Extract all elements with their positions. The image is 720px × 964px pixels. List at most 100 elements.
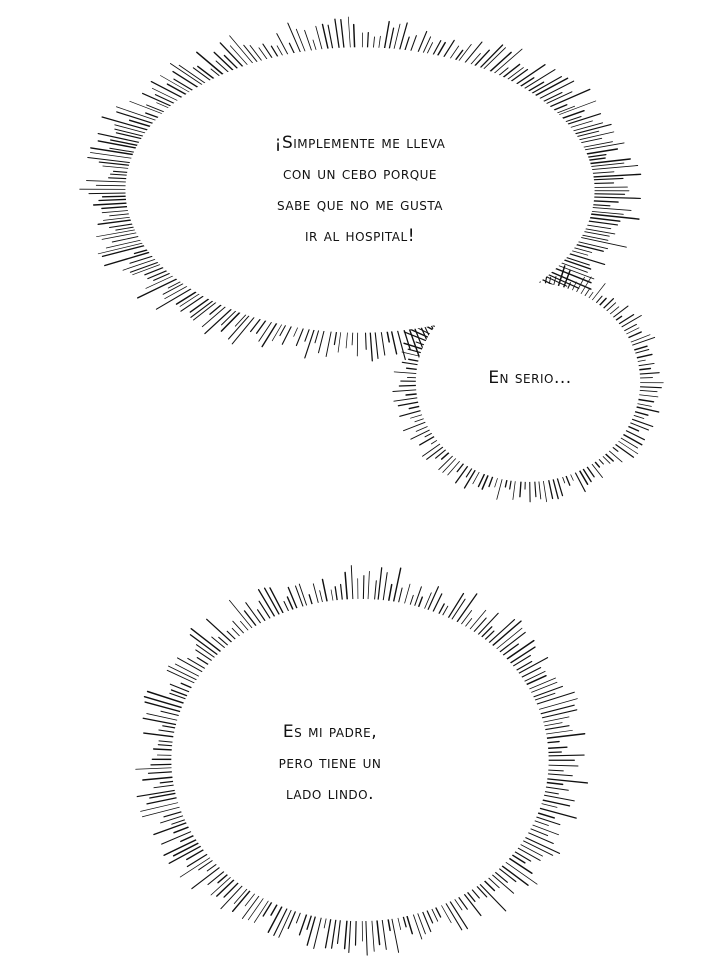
burst-stroke: [554, 263, 595, 280]
burst-stroke: [231, 887, 253, 913]
burst-stroke: [345, 329, 349, 349]
burst-stroke: [219, 42, 246, 70]
burst-stroke: [350, 565, 354, 603]
burst-stroke: [471, 617, 487, 635]
burst-stroke: [535, 80, 575, 101]
burst-stroke: [111, 235, 144, 243]
burst-stroke: [431, 593, 443, 616]
burst-stroke: [426, 445, 446, 460]
burst-stroke: [577, 233, 609, 241]
burst-stroke: [287, 22, 302, 56]
burst-stroke: [110, 139, 143, 147]
burst-stroke: [441, 39, 455, 60]
burst-stroke: [144, 701, 185, 714]
burst-stroke: [568, 122, 604, 133]
burst-stroke: [90, 152, 137, 160]
burst-stroke: [539, 91, 563, 104]
burst-stroke: [539, 716, 570, 724]
burst-stroke: [580, 142, 625, 152]
burst-stroke: [529, 685, 563, 699]
burst-stroke: [186, 847, 208, 861]
speech-bubble-2-line-1: En serio...: [488, 368, 572, 388]
burst-stroke: [587, 206, 632, 211]
burst-stroke: [558, 109, 585, 121]
burst-stroke: [631, 345, 648, 352]
burst-stroke: [142, 92, 175, 109]
burst-stroke: [142, 776, 177, 781]
burst-stroke: [352, 23, 356, 51]
burst-stroke: [607, 449, 623, 463]
burst-stroke: [354, 917, 357, 946]
burst-stroke: [463, 467, 477, 489]
burst-stroke: [243, 610, 259, 629]
burst-stroke: [116, 106, 160, 122]
burst-stroke: [481, 47, 506, 72]
burst-stroke: [520, 69, 556, 91]
burst-stroke: [531, 77, 569, 99]
speech-bubble-1-line-3: sabe que no me gusta: [277, 195, 443, 215]
burst-stroke: [623, 429, 645, 441]
burst-stroke: [336, 916, 342, 945]
burst-stroke: [347, 16, 351, 51]
burst-stroke: [174, 663, 203, 679]
burst-stroke: [547, 269, 592, 290]
burst-stroke: [499, 643, 519, 658]
burst-stroke: [588, 200, 619, 203]
burst-stroke: [443, 900, 463, 931]
burst-stroke: [287, 907, 298, 930]
burst-stroke: [97, 140, 141, 150]
burst-stroke: [97, 133, 144, 144]
burst-stroke: [581, 148, 619, 156]
speech-bubble-1-line-2: con un cebo porque: [282, 164, 438, 184]
burst-stroke: [515, 657, 549, 676]
burst-stroke: [287, 586, 299, 612]
burst-stroke: [477, 881, 507, 912]
burst-stroke: [101, 195, 131, 198]
burst-stroke: [540, 794, 575, 802]
burst-stroke: [153, 820, 191, 836]
burst-stroke: [462, 41, 483, 66]
burst-stroke: [616, 439, 639, 455]
burst-stroke: [619, 315, 642, 329]
burst-stroke: [477, 471, 487, 488]
burst-stroke: [135, 767, 176, 770]
burst-stroke: [398, 22, 408, 53]
burst-stroke: [637, 377, 653, 379]
burst-stroke: [249, 45, 264, 64]
burst-stroke: [271, 321, 284, 342]
burst-stroke: [178, 64, 209, 86]
burst-stroke: [145, 273, 177, 289]
burst-stroke: [169, 63, 206, 88]
burst-stroke: [632, 349, 650, 355]
burst-stroke: [525, 677, 556, 691]
burst-stroke: [343, 916, 348, 950]
burst-stroke: [403, 420, 428, 432]
burst-stroke: [393, 397, 420, 402]
burst-stroke: [223, 54, 241, 72]
burst-stroke: [245, 602, 264, 627]
burst-stroke: [588, 177, 624, 181]
burst-stroke: [149, 792, 180, 799]
burst-stroke: [514, 845, 541, 861]
burst-stroke: [635, 402, 652, 407]
burst-stroke: [571, 242, 604, 252]
burst-stroke: [154, 94, 178, 106]
burst-stroke: [489, 620, 522, 649]
burst-stroke: [633, 405, 660, 413]
burst-stroke: [369, 329, 373, 362]
burst-stroke: [168, 665, 201, 682]
burst-stroke: [442, 456, 458, 473]
burst-stroke: [233, 886, 250, 904]
burst-stroke: [98, 198, 132, 202]
burst-stroke: [586, 210, 624, 215]
burst-stroke: [608, 306, 620, 316]
burst-stroke: [541, 786, 569, 791]
burst-stroke: [513, 64, 546, 87]
burst-stroke: [243, 44, 260, 65]
burst-stroke: [637, 386, 662, 389]
burst-stroke: [542, 729, 573, 735]
burst-stroke: [95, 184, 131, 187]
burst-stroke: [90, 147, 138, 156]
burst-stroke: [101, 116, 152, 132]
